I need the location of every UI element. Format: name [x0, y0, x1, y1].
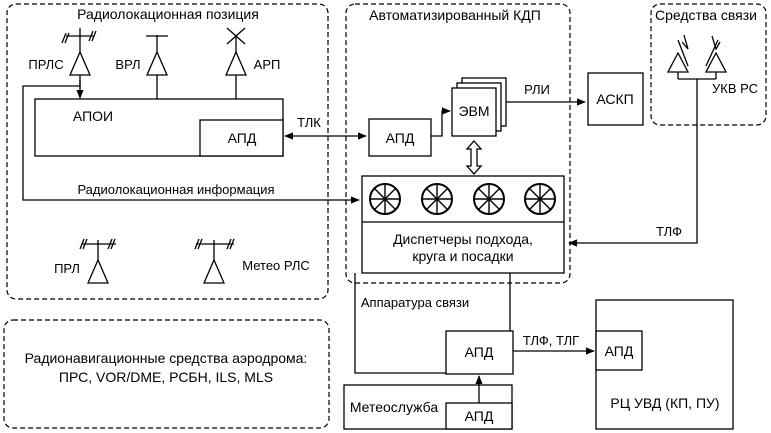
comm-means-title: Средства связи	[655, 7, 757, 23]
apd-radar-label: АПД	[228, 130, 257, 146]
apd-meteo-label: АПД	[465, 408, 494, 424]
radar-screen-icon	[524, 183, 556, 215]
askp-label: АСКП	[596, 91, 633, 107]
apd-kdp-label: АПД	[386, 130, 415, 146]
meteo-service-label: Метеослужба	[350, 399, 439, 415]
radionav-region	[3, 319, 330, 429]
rli-label: РЛИ	[524, 82, 550, 97]
meteo-rls-label: Метео РЛС	[242, 258, 310, 273]
arp-label: АРП	[254, 57, 281, 72]
rc-uvd-label: РЦ УВД (КП, ПУ)	[610, 395, 719, 411]
prl-antenna-icon	[79, 238, 116, 284]
ukv-rs-antenna-icon	[666, 34, 728, 80]
askp-block	[587, 72, 644, 126]
dispatchers-line2: круга и посадки	[412, 248, 513, 264]
evm-label: ЭВМ	[458, 103, 489, 119]
apd-comm-block	[445, 330, 514, 375]
radar-screen-icon	[473, 183, 505, 215]
radar-screen-icon	[369, 183, 401, 215]
apd-kdp-block	[368, 118, 432, 157]
apd-rc-uvd-block	[595, 330, 643, 371]
arp-antenna-icon	[225, 27, 247, 76]
tlf-label: ТЛФ	[656, 224, 682, 239]
comm-equipment-label: Аппаратура связи	[361, 295, 469, 310]
radar-screen-icon	[421, 183, 453, 215]
prls-antenna-icon	[61, 28, 97, 76]
comm-means-region	[650, 3, 767, 126]
tlf-tlg-label: ТЛФ, ТЛГ	[523, 333, 579, 348]
evm-dispatch-link-icon	[465, 140, 483, 175]
prls-label: ПРЛС	[28, 57, 63, 72]
apd-rc-uvd-label: АПД	[605, 343, 634, 359]
radionav-line1: Радионавигационные средства аэродрома:	[25, 350, 308, 366]
ukv-rs-label: УКВ РС	[712, 81, 758, 96]
radar-screens	[369, 183, 556, 215]
apd-comm-label: АПД	[465, 344, 494, 360]
vrl-antenna-icon	[146, 35, 168, 76]
prl-label: ПРЛ	[54, 261, 80, 276]
evm-block	[451, 87, 497, 137]
radionav-line2: ПРС, VOR/DME, РСБН, ILS, MLS	[59, 369, 273, 385]
meteo-rls-antenna-icon	[194, 238, 235, 284]
automated-kdp-title: Автоматизированный КДП	[369, 7, 541, 23]
apoi-label: АПОИ	[73, 108, 113, 124]
radar-position-title: Радиолокационная позиция	[77, 6, 259, 22]
apd-radar-block	[199, 119, 284, 157]
dispatchers-line1: Диспетчеры подхода,	[393, 231, 533, 247]
vrl-label: ВРЛ	[115, 57, 140, 72]
radar-info-label: Радиолокационная информация	[77, 182, 274, 197]
tlk-label: ТЛК	[297, 115, 321, 130]
